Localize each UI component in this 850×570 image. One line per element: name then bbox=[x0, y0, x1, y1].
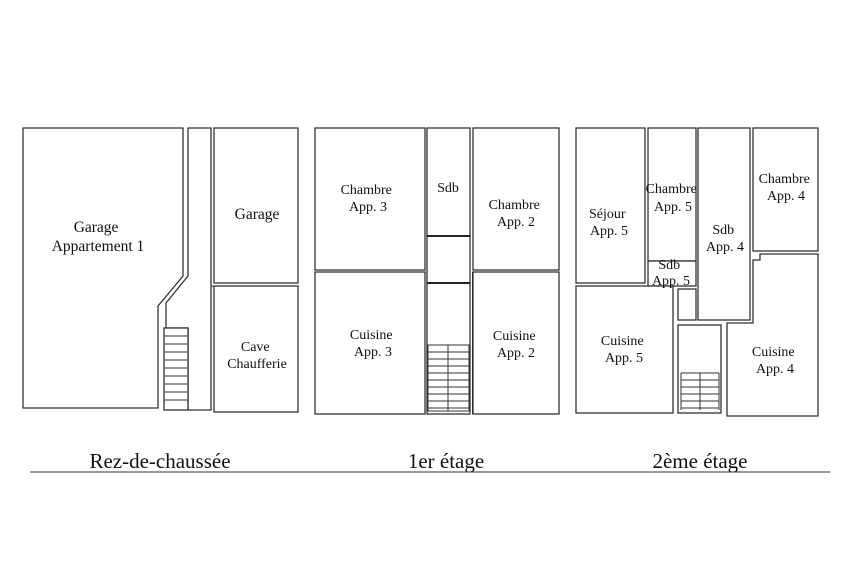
label-chambre-app2: Chambre App. 2 bbox=[489, 198, 544, 230]
closet-2eme bbox=[677, 288, 697, 321]
label-sdb-app4: Sdb App. 4 bbox=[706, 223, 744, 255]
label-cave-chaufferie: Cave Chaufferie bbox=[227, 340, 287, 372]
label-chambre-app4: Chambre App. 4 bbox=[759, 172, 814, 204]
label-cuisine-app2: Cuisine App. 2 bbox=[493, 329, 539, 361]
room-chambre-app4 bbox=[752, 127, 819, 252]
label-sejour-app5: Séjour App. 5 bbox=[589, 207, 629, 239]
floor-label-rez-de-chaussee: Rez-de-chaussée bbox=[89, 449, 230, 473]
room-garage-appartement-1 bbox=[22, 127, 184, 409]
label-sdb-1er: Sdb bbox=[437, 181, 459, 196]
room-sejour-app5 bbox=[575, 127, 646, 284]
room-chambre-app2 bbox=[472, 127, 560, 271]
stair-steps-1er bbox=[427, 344, 470, 412]
label-garage-appartement-1: Garage Appartement 1 bbox=[52, 219, 145, 255]
label-chambre-app3: Chambre App. 3 bbox=[341, 183, 396, 215]
room-cuisine-app2 bbox=[472, 271, 560, 415]
label-cuisine-app5: Cuisine App. 5 bbox=[601, 334, 647, 366]
room-cuisine-app5 bbox=[575, 285, 674, 414]
room-chambre-app5 bbox=[647, 127, 697, 262]
label-cuisine-app4: Cuisine App. 4 bbox=[752, 345, 798, 377]
floor-plan-rez-de-chaussee bbox=[22, 127, 299, 413]
label-chambre-app5: Chambre App. 5 bbox=[646, 182, 701, 215]
room-garage bbox=[213, 127, 299, 284]
floor-plan-2eme-etage bbox=[575, 127, 819, 417]
stair-steps-2eme bbox=[680, 372, 720, 410]
label-cuisine-app3: Cuisine App. 3 bbox=[350, 328, 396, 360]
floor-label-1er-etage: 1er étage bbox=[408, 449, 484, 473]
room-sdb-app5 bbox=[647, 260, 697, 287]
room-cave-chaufferie bbox=[213, 285, 299, 413]
room-cuisine-app3 bbox=[314, 271, 426, 415]
floor-plan-1er-etage bbox=[314, 127, 560, 415]
stair-steps-rdc bbox=[164, 335, 188, 401]
staircase-rdc bbox=[163, 327, 189, 411]
floor-label-2eme-etage: 2ème étage bbox=[652, 449, 747, 473]
label-garage: Garage bbox=[235, 206, 280, 223]
room-sdb-1er bbox=[426, 127, 471, 237]
room-sdb-app4 bbox=[697, 127, 751, 321]
room-cuisine-app4 bbox=[726, 253, 819, 417]
landing-1er bbox=[426, 235, 471, 284]
room-labels: Garage Appartement 1 Garage Cave Chauffe… bbox=[52, 172, 814, 377]
label-sdb-app5: Sdb App. 5 bbox=[652, 258, 690, 289]
room-chambre-app3 bbox=[314, 127, 426, 271]
